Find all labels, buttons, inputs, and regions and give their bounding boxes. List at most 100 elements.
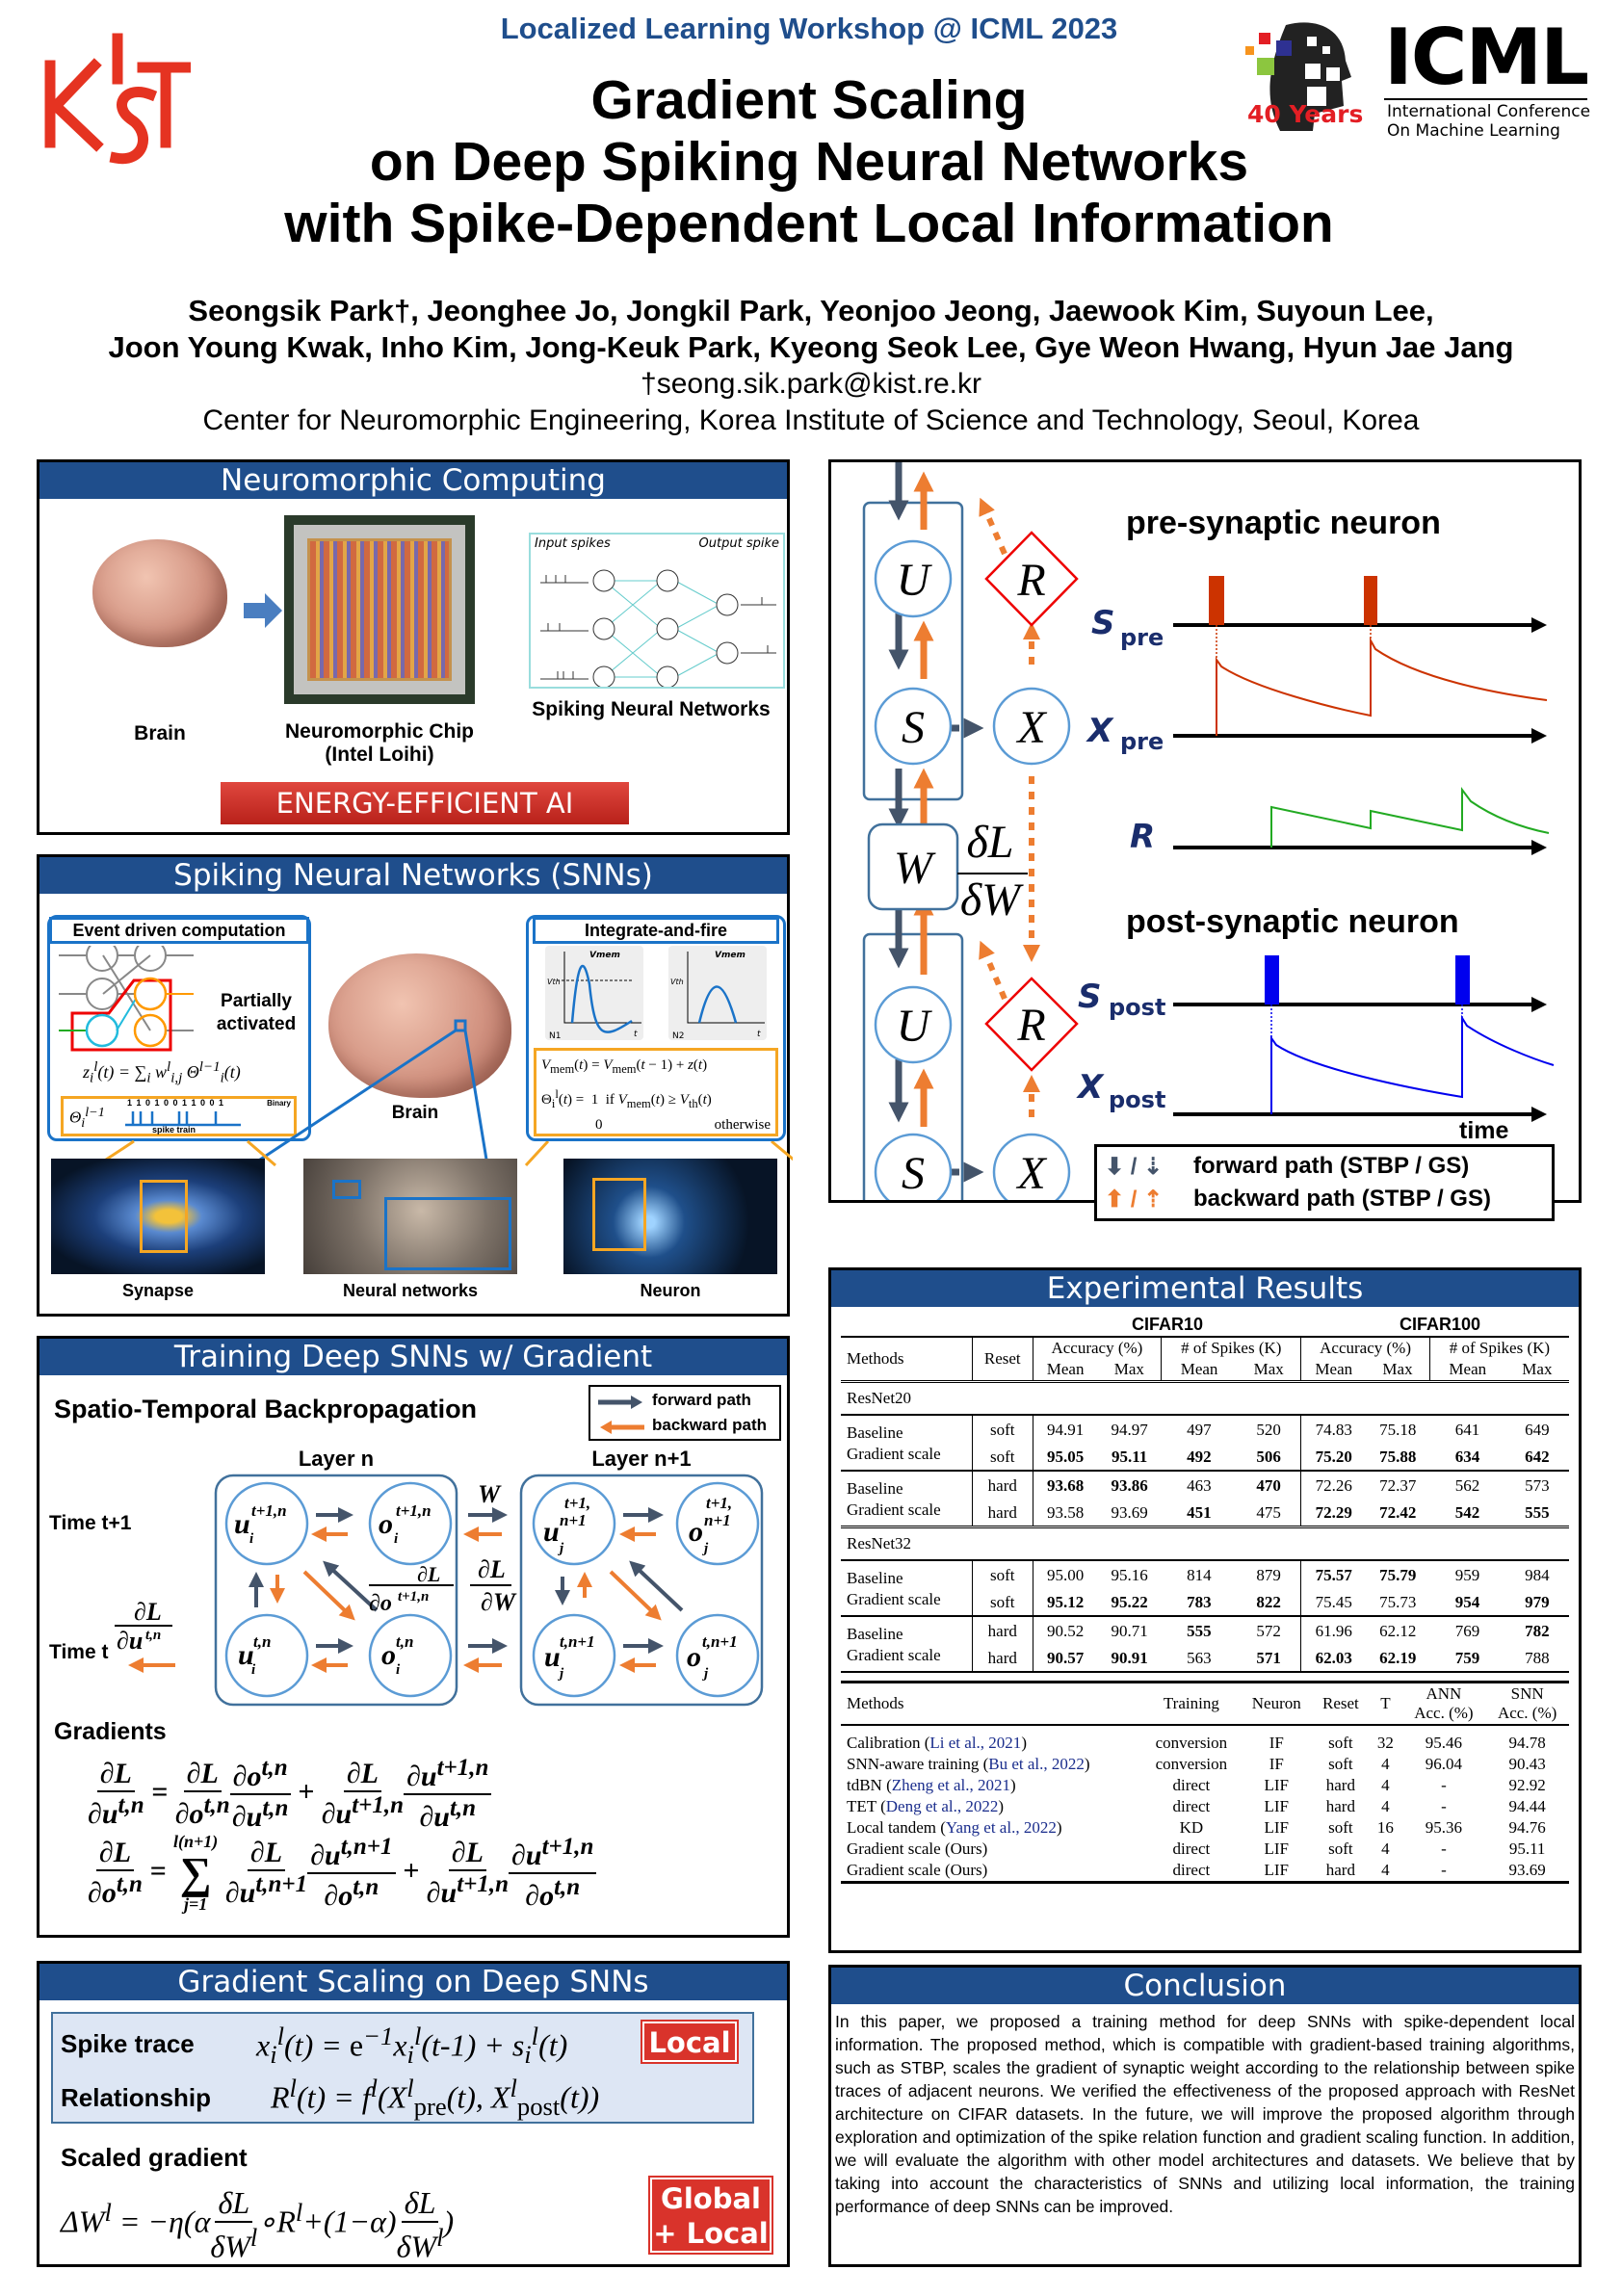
conclusion-text: In this paper, we proposed a training me… bbox=[835, 2012, 1575, 2216]
method-cell: Calibration (Li et al., 2021) bbox=[847, 1734, 1027, 1752]
neural-networks-image bbox=[303, 1159, 517, 1274]
value-cell: 95.00 bbox=[1046, 1565, 1085, 1584]
column-header: Mean bbox=[1315, 1360, 1353, 1378]
column-header: Neuron bbox=[1251, 1694, 1301, 1712]
value-cell: 783 bbox=[1187, 1592, 1212, 1611]
value-cell: 984 bbox=[1525, 1565, 1550, 1584]
global-text: Global bbox=[661, 2182, 761, 2215]
svg-text:∂u: ∂u bbox=[117, 1627, 143, 1655]
time-t-label: Time t bbox=[49, 1641, 109, 1663]
method-cell: SNN-aware training (Bu et al., 2022) bbox=[847, 1755, 1090, 1773]
theta-otherwise: 0 otherwise bbox=[541, 1114, 771, 1135]
column-header: Max bbox=[1366, 1359, 1430, 1382]
value-cell: 94.78 bbox=[1508, 1734, 1546, 1752]
value-cell: IF bbox=[1269, 1734, 1284, 1752]
diagram-legend: ⬇ / ⇣ forward path (STBP / GS) ⬆ / ⇡ bac… bbox=[1094, 1144, 1555, 1221]
svg-text:Vmem: Vmem bbox=[589, 951, 620, 960]
svg-text:S: S bbox=[1091, 604, 1115, 642]
stbp-subtitle: Spatio-Temporal Backpropagation bbox=[54, 1395, 478, 1423]
method-cell: Baseline bbox=[847, 1423, 903, 1442]
svg-text:t,n+1: t,n+1 bbox=[702, 1632, 738, 1651]
value-cell: LIF bbox=[1264, 1839, 1290, 1858]
svg-text:∂o: ∂o bbox=[369, 1591, 392, 1616]
event-driven-title: Event driven computation bbox=[49, 917, 309, 944]
value-cell: 95.46 bbox=[1425, 1734, 1463, 1752]
citation-link[interactable]: Bu et al., 2022 bbox=[988, 1755, 1085, 1773]
value-cell: 879 bbox=[1237, 1560, 1302, 1589]
legend-forward: forward path bbox=[652, 1391, 751, 1409]
column-header: # of Spikes (K) bbox=[1449, 1339, 1551, 1357]
value-cell: 563 bbox=[1187, 1648, 1212, 1667]
value-cell: 814 bbox=[1187, 1565, 1212, 1584]
svg-text:t+1,n: t+1,n bbox=[396, 1501, 432, 1520]
zoom-lines bbox=[96, 1019, 793, 1167]
column-header: Accuracy (%) bbox=[1300, 1337, 1430, 1359]
citation-link[interactable]: Zheng et al., 2021 bbox=[891, 1776, 1010, 1794]
svg-text:t,n: t,n bbox=[396, 1632, 413, 1651]
column-header: Mean bbox=[1046, 1360, 1085, 1378]
spike-train-box: Θil−1 1 1 0 1 0 0 1 1 0 0 1 Binary spike… bbox=[61, 1096, 297, 1136]
value-cell: 542 bbox=[1454, 1502, 1480, 1522]
column-header: Max bbox=[1237, 1359, 1302, 1382]
svg-text:i: i bbox=[249, 1531, 254, 1547]
value-cell: 822 bbox=[1237, 1589, 1302, 1616]
authors-line: Joon Young Kwak, Inho Kim, Jong-Keuk Par… bbox=[108, 330, 1514, 364]
title-line: with Spike-Dependent Local Information bbox=[284, 193, 1334, 254]
svg-text:R: R bbox=[1016, 1000, 1045, 1051]
value-cell: KD bbox=[1179, 1818, 1204, 1837]
value-cell: 62.03 bbox=[1315, 1648, 1352, 1667]
svg-text:∂W: ∂W bbox=[481, 1588, 517, 1616]
value-cell: 506 bbox=[1237, 1444, 1302, 1471]
value-cell: 16 bbox=[1376, 1818, 1394, 1837]
value-cell: 788 bbox=[1525, 1648, 1550, 1667]
table-row: SNN-aware training (Bu et al., 2022)conv… bbox=[841, 1754, 1569, 1775]
svg-text:j: j bbox=[558, 1666, 564, 1682]
column-header: Mean bbox=[1180, 1360, 1218, 1378]
value-cell: LIF bbox=[1264, 1818, 1290, 1837]
value-cell: 90.43 bbox=[1508, 1755, 1546, 1773]
svg-text:R: R bbox=[1130, 818, 1155, 856]
relationship-equation: Rl(t) = fl(Xlpre(t), Xlpost(t)) bbox=[271, 2074, 600, 2122]
citation-link[interactable]: Li et al., 2021 bbox=[929, 1734, 1022, 1752]
svg-text:o: o bbox=[381, 1639, 396, 1671]
citation-link[interactable]: Deng et al., 2022 bbox=[885, 1797, 999, 1815]
relationship-label: Relationship bbox=[61, 2083, 212, 2112]
panel-title: Training Deep SNNs w/ Gradient bbox=[39, 1339, 787, 1375]
spike-train-label: spike train bbox=[152, 1125, 196, 1135]
theta-symbol: Θil−1 bbox=[69, 1105, 105, 1132]
integrate-fire-title: Integrate-and-fire bbox=[533, 917, 779, 944]
binary-label: Binary bbox=[267, 1099, 291, 1108]
svg-text:∂L: ∂L bbox=[417, 1562, 440, 1586]
svg-text:pre: pre bbox=[1120, 624, 1164, 651]
path-legend: forward path backward path bbox=[589, 1385, 781, 1441]
pre-synaptic-title: pre-synaptic neuron bbox=[1126, 505, 1441, 541]
gradient-equation-2: ∂L∂ot,n = l(n+1)∑j=1 ∂L∂ut,n+1∂ut,n+1∂ot… bbox=[88, 1832, 597, 1915]
method-cell: Gradient scale bbox=[847, 1500, 941, 1519]
svg-text:u: u bbox=[543, 1516, 560, 1548]
cifar100-header: CIFAR100 bbox=[1400, 1315, 1481, 1334]
svg-text:t: t bbox=[634, 1030, 638, 1039]
value-cell: - bbox=[1441, 1776, 1447, 1794]
poster-title: Gradient Scaling on Deep Spiking Neural … bbox=[135, 69, 1483, 254]
citation-link[interactable]: Yang et al., 2022 bbox=[945, 1818, 1057, 1837]
global-local-badge: Global+ Local bbox=[650, 2178, 772, 2253]
value-cell: 61.96 bbox=[1315, 1621, 1352, 1640]
value-cell: 641 bbox=[1454, 1420, 1480, 1439]
value-cell: 759 bbox=[1454, 1648, 1480, 1667]
integrate-fire-box bbox=[526, 915, 786, 1141]
reset-cell: hard bbox=[971, 1471, 1033, 1500]
svg-text:Vmem: Vmem bbox=[715, 951, 746, 960]
column-header: Training bbox=[1163, 1694, 1219, 1712]
value-cell: soft bbox=[1328, 1818, 1353, 1837]
value-cell: 32 bbox=[1376, 1734, 1394, 1752]
panel-title: Experimental Results bbox=[831, 1270, 1579, 1307]
svg-text:post: post bbox=[1109, 994, 1165, 1021]
